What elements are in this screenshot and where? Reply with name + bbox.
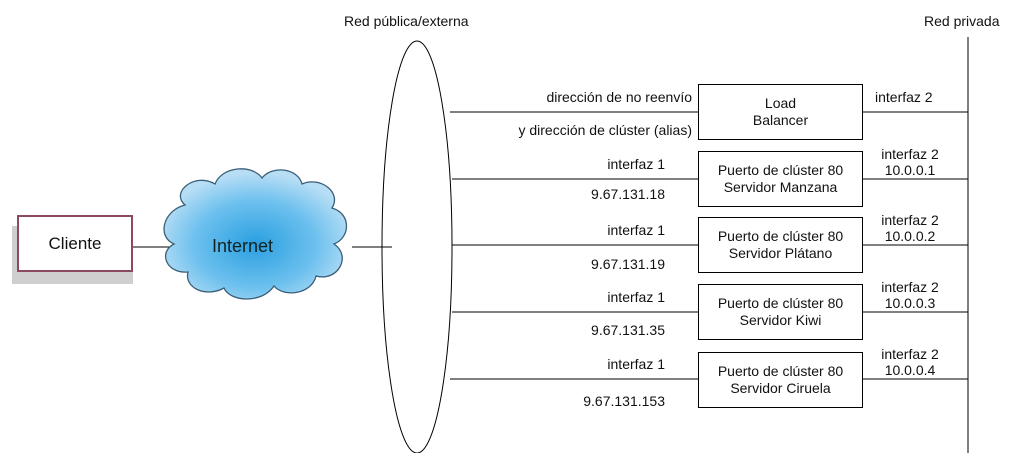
client-label: Cliente (48, 233, 102, 253)
server-left-ip-label: 9.67.131.19 (591, 256, 665, 272)
server-box: Puerto de clúster 80 Servidor Plátano (698, 217, 863, 273)
internet-cloud-icon (163, 168, 348, 300)
public-network-ellipse (381, 40, 453, 453)
server-cluster-port: Puerto de clúster 80 (717, 363, 844, 379)
lb-left-top-label: dirección de no reenvío (546, 89, 692, 105)
server-left-ip-label: 9.67.131.18 (591, 186, 665, 202)
server-left-top-label: interfaz 1 (607, 356, 665, 372)
server-right-top-label: interfaz 2 (881, 346, 939, 362)
load-balancer-line1: Load (764, 95, 797, 111)
client-box: Cliente (17, 215, 133, 272)
server-box: Puerto de clúster 80 Servidor Ciruela (698, 352, 863, 408)
server-right-top-label: interfaz 2 (881, 279, 939, 295)
server-right-ip-label: 10.0.0.1 (884, 162, 936, 178)
lb-left-bottom-label: y dirección de clúster (alias) (518, 122, 692, 138)
public-network-label: Red pública/externa (344, 13, 469, 29)
server-name: Servidor Plátano (728, 245, 833, 261)
private-network-label: Red privada (924, 13, 1000, 29)
server-right-top-label: interfaz 2 (881, 212, 939, 228)
server-name: Servidor Ciruela (730, 380, 831, 396)
server-left-top-label: interfaz 1 (607, 289, 665, 305)
server-cluster-port: Puerto de clúster 80 (717, 162, 844, 178)
lb-right-top-label: interfaz 2 (875, 89, 933, 105)
server-cluster-port: Puerto de clúster 80 (717, 295, 844, 311)
server-left-top-label: interfaz 1 (607, 222, 665, 238)
internet-label: Internet (212, 236, 274, 256)
server-right-ip-label: 10.0.0.4 (884, 362, 936, 378)
server-name: Servidor Manzana (723, 179, 838, 195)
server-box: Puerto de clúster 80 Servidor Manzana (698, 151, 863, 207)
server-left-ip-label: 9.67.131.153 (583, 393, 665, 409)
server-left-top-label: interfaz 1 (607, 156, 665, 172)
load-balancer-box: Load Balancer (698, 84, 863, 140)
server-name: Servidor Kiwi (739, 312, 822, 328)
server-right-top-label: interfaz 2 (881, 146, 939, 162)
server-box: Puerto de clúster 80 Servidor Kiwi (698, 284, 863, 340)
load-balancer-line2: Balancer (752, 112, 809, 128)
server-left-ip-label: 9.67.131.35 (591, 322, 665, 338)
server-cluster-port: Puerto de clúster 80 (717, 228, 844, 244)
server-right-ip-label: 10.0.0.3 (884, 295, 936, 311)
server-right-ip-label: 10.0.0.2 (884, 228, 936, 244)
